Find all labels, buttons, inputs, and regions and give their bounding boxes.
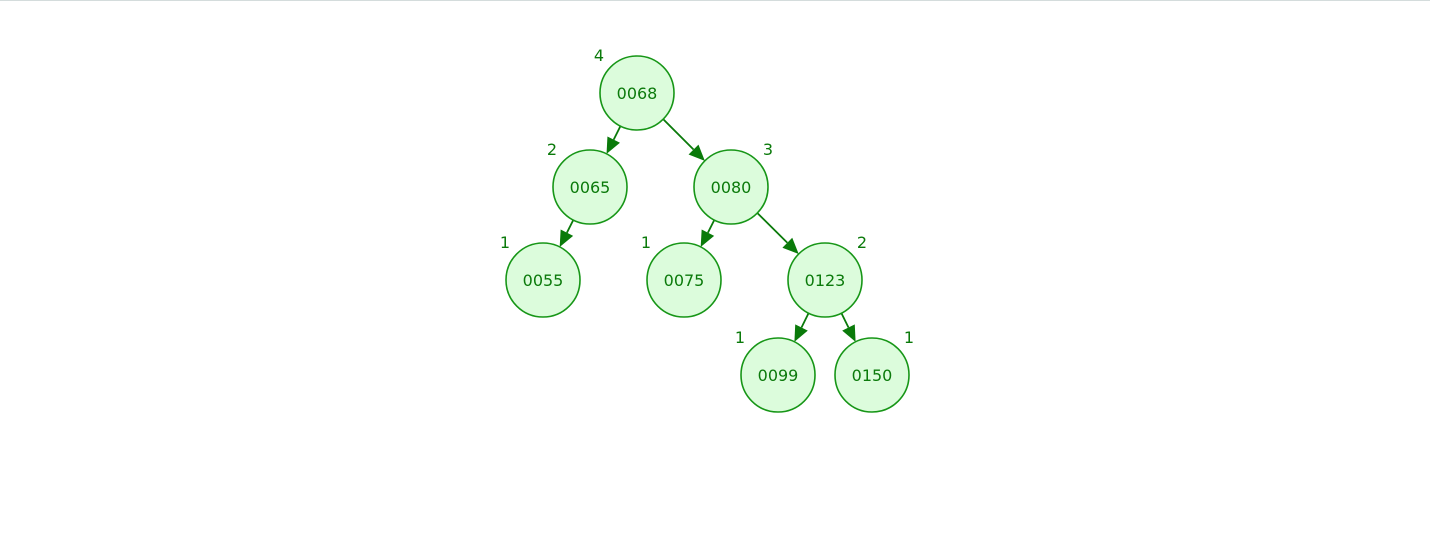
tree-node: 0068 4 [594, 46, 675, 131]
nodes-layer: 0068 4 0065 2 0080 3 0055 1 0075 1 0123 2 0099 1 0150 1 [500, 46, 914, 413]
node-circle [505, 242, 581, 318]
node-height-label: 1 [904, 328, 914, 347]
node-height-label: 2 [547, 140, 557, 159]
node-circle [787, 242, 863, 318]
node-key-label: 0123 [805, 271, 846, 290]
tree-node: 0075 1 [641, 233, 722, 318]
edge-line [800, 312, 810, 328]
node-key-label: 0099 [758, 366, 799, 385]
tree-edge [662, 118, 705, 161]
node-key-label: 0080 [711, 178, 752, 197]
arrowhead-icon [700, 229, 715, 247]
arrowhead-icon [794, 324, 808, 342]
tree-edge [840, 312, 856, 342]
top-border [0, 0, 1430, 1]
node-key-label: 0065 [570, 178, 611, 197]
edge-line [566, 219, 575, 234]
edge-line [612, 125, 622, 140]
node-key-label: 0068 [617, 84, 658, 103]
arrowhead-icon [782, 237, 799, 254]
tree-edge [559, 219, 575, 247]
node-circle [834, 337, 910, 413]
tree-node: 0123 2 [787, 233, 867, 318]
node-circle [693, 149, 769, 225]
arrowhead-icon [842, 324, 856, 342]
node-height-label: 4 [594, 46, 604, 65]
tree-node: 0099 1 [735, 328, 816, 413]
edge-line [662, 118, 695, 151]
arrowhead-icon [606, 136, 620, 154]
node-height-label: 1 [500, 233, 510, 252]
node-circle [599, 55, 675, 131]
node-key-label: 0055 [523, 271, 564, 290]
edge-line [756, 212, 788, 244]
tree-node: 0055 1 [500, 233, 581, 318]
node-height-label: 2 [857, 233, 867, 252]
tree-node: 0150 1 [834, 328, 914, 413]
tree-edge [700, 219, 716, 247]
tree-node: 0065 2 [547, 140, 628, 225]
edge-line [840, 312, 850, 328]
node-height-label: 3 [763, 140, 773, 159]
node-key-label: 0150 [852, 366, 893, 385]
edges-layer [559, 118, 856, 342]
arrowhead-icon [688, 144, 705, 161]
node-height-label: 1 [735, 328, 745, 347]
node-circle [646, 242, 722, 318]
node-circle [740, 337, 816, 413]
node-circle [552, 149, 628, 225]
arrowhead-icon [559, 229, 574, 247]
node-height-label: 1 [641, 233, 651, 252]
tree-node: 0080 3 [693, 140, 773, 225]
tree-edge [756, 212, 799, 254]
node-key-label: 0075 [664, 271, 705, 290]
edge-line [707, 219, 716, 234]
tree-edge [794, 312, 810, 342]
tree-edge [606, 125, 622, 154]
